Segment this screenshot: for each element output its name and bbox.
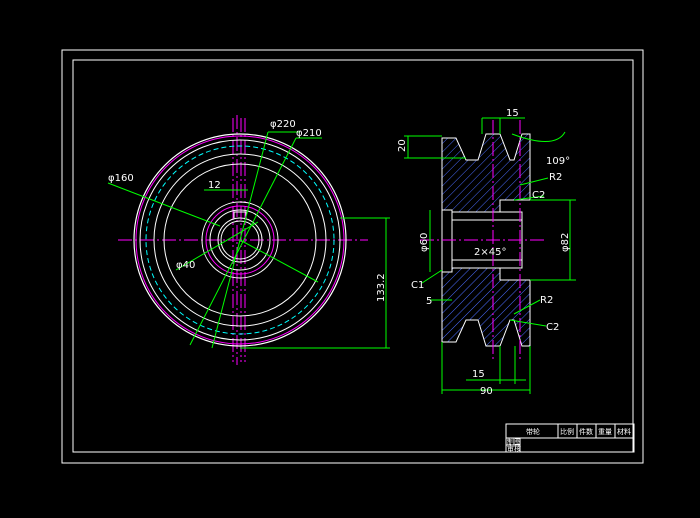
dim-d60: φ60: [419, 233, 430, 252]
dim-109deg: 109°: [546, 156, 570, 167]
dim-133-2: 133.2: [376, 273, 387, 302]
dim-r2-bottom: R2: [540, 295, 553, 306]
dim-d40: φ40: [176, 260, 195, 271]
dim-15-bottom: 15: [472, 369, 485, 380]
section-view: 15 20 109° R2 C2 φ60 2×45° φ82 C1 5 R2 C…: [397, 108, 576, 397]
dim-90: 90: [480, 386, 493, 397]
dim-15-top: 15: [506, 108, 519, 119]
title-row-2: 审核: [507, 444, 521, 453]
title-cell-2: 件数: [579, 427, 593, 436]
outer-frame: [61, 49, 644, 464]
dim-d210: φ210: [296, 128, 322, 139]
dim-c1: C1: [411, 280, 424, 291]
title-cell-3: 重量: [598, 428, 612, 436]
inner-frame: [72, 59, 634, 453]
title-part-name: 带轮: [526, 427, 540, 436]
title-block: [505, 423, 635, 453]
dim-5: 5: [426, 296, 432, 307]
dim-12: 12: [208, 180, 221, 191]
dim-d220: φ220: [270, 119, 296, 130]
dim-c2-bottom: C2: [546, 322, 559, 333]
dim-r2-top: R2: [549, 172, 562, 183]
title-cell-1: 比例: [560, 427, 574, 436]
dim-d82: φ82: [560, 233, 571, 252]
dim-d160: φ160: [108, 173, 134, 184]
title-cell-4: 材料: [617, 427, 631, 436]
title-row-1: 制图: [507, 437, 521, 446]
front-view: φ220 φ210 φ160 12 φ40 133.2: [107, 115, 390, 365]
dim-20: 20: [397, 139, 408, 152]
dim-c2-top: C2: [532, 190, 545, 201]
dim-2x45: 2×45°: [474, 247, 506, 258]
